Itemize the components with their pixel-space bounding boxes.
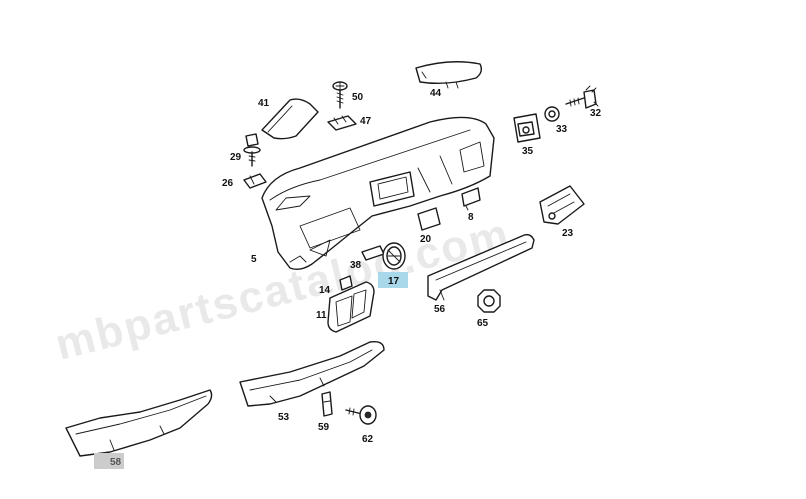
callout-47[interactable]: 47: [360, 116, 372, 127]
callout-33[interactable]: 33: [556, 124, 568, 135]
callout-32[interactable]: 32: [590, 108, 602, 119]
part-17-vent[interactable]: [382, 242, 406, 270]
part-20-cover[interactable]: [417, 207, 441, 231]
callout-23[interactable]: 23: [562, 228, 574, 239]
part-11-vent-frame[interactable]: [327, 281, 375, 333]
part-50-screw[interactable]: [332, 81, 348, 109]
part-32-bolt[interactable]: [565, 85, 599, 109]
callout-26[interactable]: 26: [222, 178, 234, 189]
callout-56[interactable]: 56: [434, 304, 446, 315]
callout-20[interactable]: 20: [420, 234, 432, 245]
callout-5[interactable]: 5: [251, 254, 257, 265]
callout-58[interactable]: 58: [110, 457, 122, 468]
callout-17[interactable]: 17: [388, 276, 400, 287]
callout-35[interactable]: 35: [522, 146, 534, 157]
callout-59[interactable]: 59: [318, 422, 330, 433]
part-58-lower-panel[interactable]: [65, 389, 213, 457]
part-14-piece[interactable]: [339, 275, 353, 291]
callout-41[interactable]: 41: [258, 98, 270, 109]
part-5-dashboard[interactable]: [261, 116, 495, 271]
part-29-bolt[interactable]: [243, 133, 261, 167]
part-41-pad[interactable]: [261, 98, 319, 140]
callout-65[interactable]: 65: [477, 318, 489, 329]
callout-11[interactable]: 11: [316, 310, 327, 321]
callout-8[interactable]: 8: [468, 212, 474, 223]
part-59-clip[interactable]: [321, 391, 333, 417]
part-44-lid[interactable]: [415, 61, 483, 89]
callout-53[interactable]: 53: [278, 412, 290, 423]
callout-58-highlight: [94, 453, 124, 469]
callout-17-highlight: [378, 272, 408, 288]
callout-62[interactable]: 62: [362, 434, 374, 445]
part-53-lower-panel[interactable]: [239, 340, 385, 407]
part-23-bracket[interactable]: [539, 185, 585, 225]
callout-44[interactable]: 44: [430, 88, 442, 99]
part-35-bracket[interactable]: [513, 113, 541, 143]
part-26-clip[interactable]: [243, 173, 267, 189]
callout-50[interactable]: 50: [352, 92, 364, 103]
part-65-nut[interactable]: [477, 289, 501, 313]
part-8-cover[interactable]: [461, 187, 481, 211]
part-62-screw[interactable]: [345, 405, 377, 425]
callout-38[interactable]: 38: [350, 260, 362, 271]
callout-29[interactable]: 29: [230, 152, 242, 163]
callout-14[interactable]: 14: [319, 285, 331, 296]
part-56-trim[interactable]: [427, 233, 535, 301]
part-47-clip[interactable]: [327, 115, 357, 131]
part-33-washer[interactable]: [544, 106, 560, 122]
